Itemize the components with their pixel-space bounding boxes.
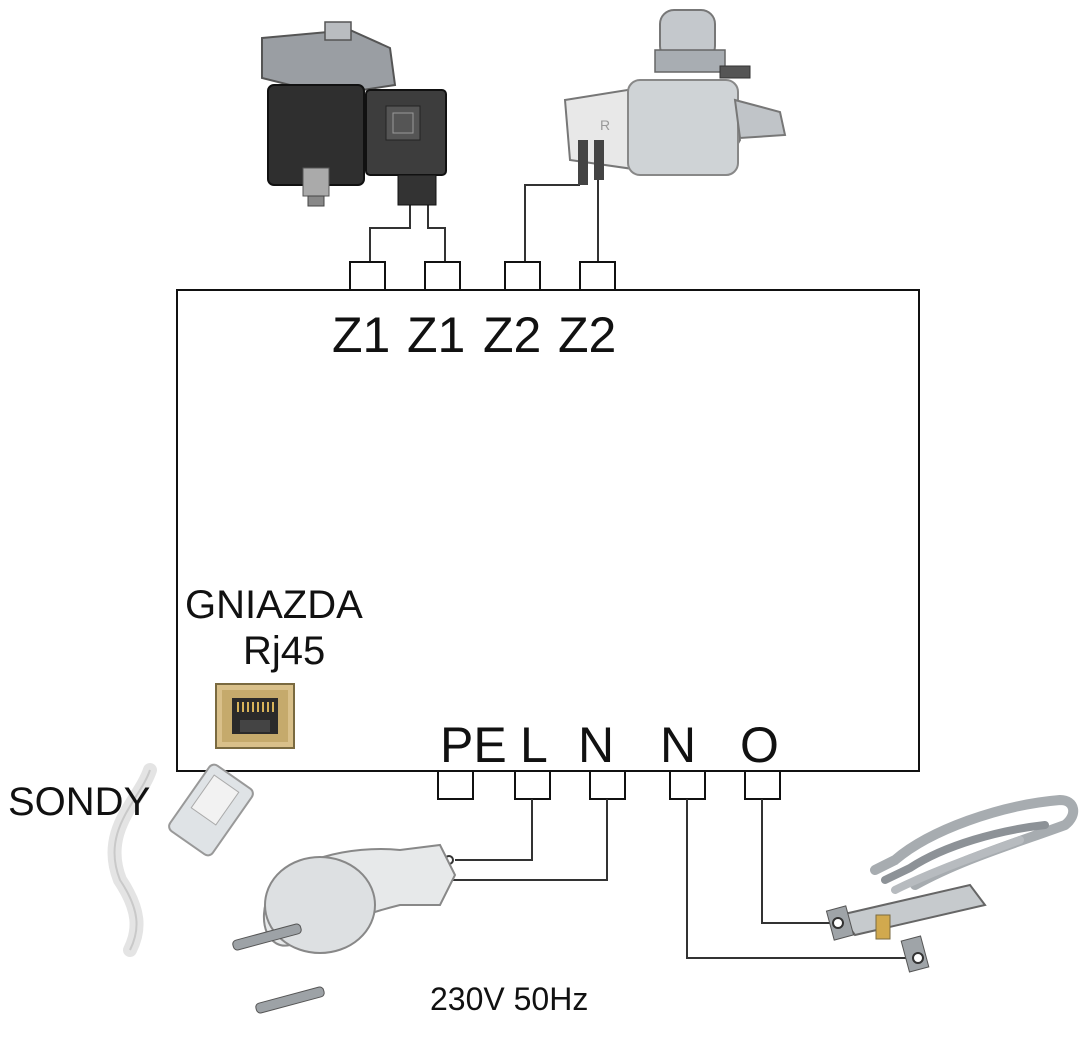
valve1-wires [369, 205, 446, 262]
power-plug-icon [232, 843, 457, 1014]
label-z1-b: Z1 [407, 307, 465, 363]
water-inlet-valve-icon: R [563, 9, 787, 185]
label-z2-a: Z2 [483, 307, 541, 363]
terminal-z1-a [349, 261, 386, 291]
label-l: L [520, 717, 548, 773]
label-n-a: N [578, 717, 614, 773]
terminal-n-a [589, 770, 626, 800]
socket-label-line2: Rj45 [243, 629, 325, 673]
terminal-n-b [669, 770, 706, 800]
label-z2-b: Z2 [558, 307, 616, 363]
terminal-z2-b [579, 261, 616, 291]
label-z1-a: Z1 [332, 307, 390, 363]
probes-label: SONDY [8, 780, 150, 824]
socket-label-line1: GNIAZDA [185, 583, 363, 627]
label-o: O [740, 717, 779, 773]
terminal-o [744, 770, 781, 800]
label-n-b: N [660, 717, 696, 773]
network-cable-icon [107, 763, 254, 957]
heating-element-icon [825, 794, 1079, 973]
svg-text:R: R [600, 117, 610, 133]
label-pe: PE [440, 717, 507, 773]
heater-wires [686, 799, 918, 959]
valve2-wires [524, 180, 599, 262]
terminal-z1-b [424, 261, 461, 291]
solenoid-valve-icon [261, 21, 447, 207]
terminal-pe [437, 770, 474, 800]
terminal-l [514, 770, 551, 800]
power-wires [439, 799, 608, 885]
terminal-z2-a [504, 261, 541, 291]
power-label: 230V 50Hz [430, 981, 588, 1017]
rj45-socket-icon [215, 683, 295, 749]
